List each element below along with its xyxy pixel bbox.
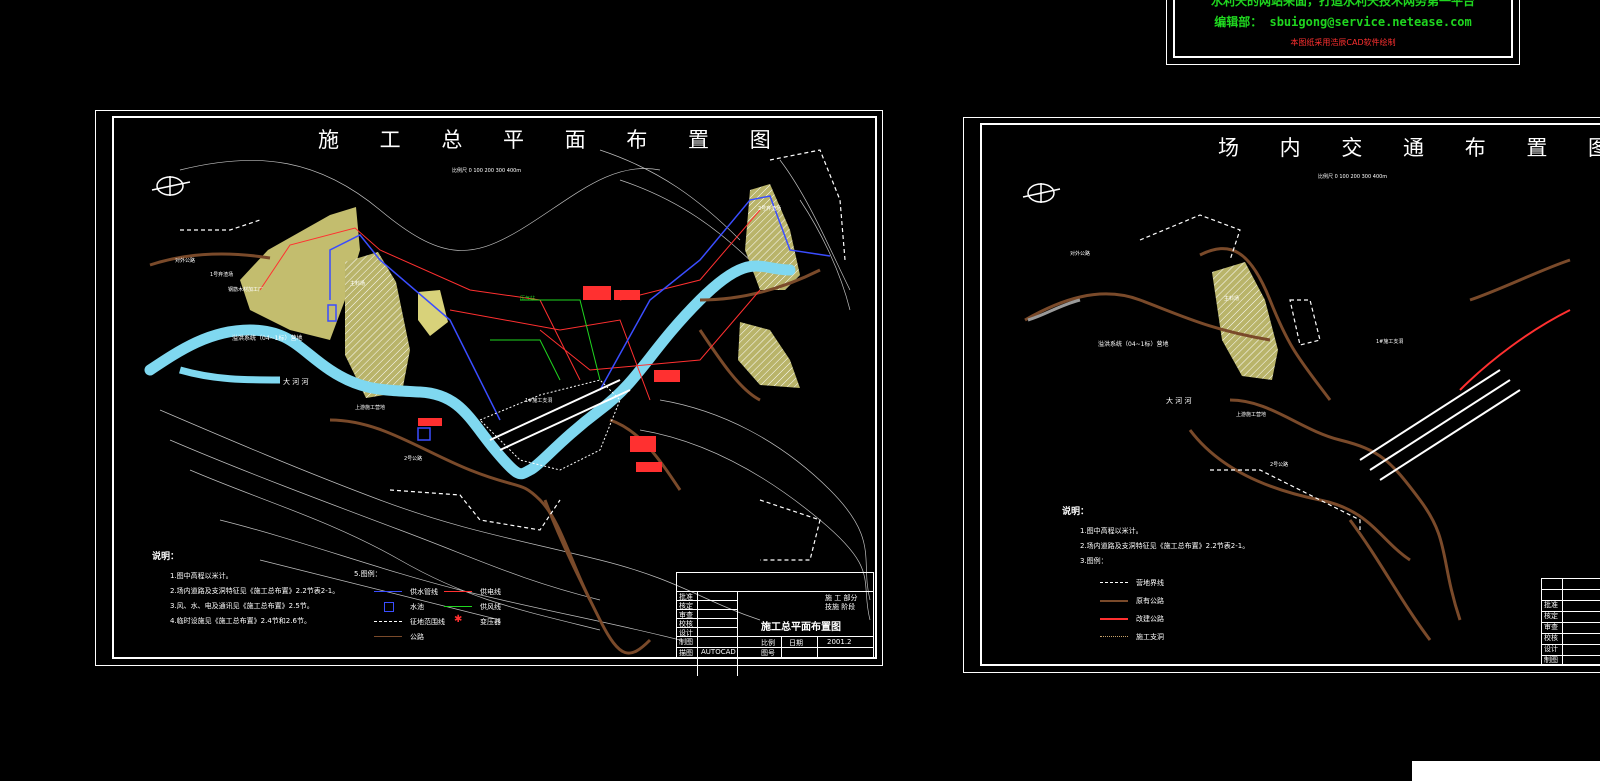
legend-boundary-label: 征地范围线 bbox=[410, 618, 445, 626]
legend2-old-road-label: 原有公路 bbox=[1136, 597, 1164, 605]
transformer-star-icon: ✱ bbox=[454, 614, 463, 625]
sheet1-note-4: 4.临时设施见《施工总布置》2.4节和2.6节。 bbox=[170, 617, 311, 625]
legend-power-label: 供电线 bbox=[480, 588, 501, 596]
tb2-review: 审查 bbox=[1544, 623, 1558, 631]
banner-software-note: 本图纸采用浩辰CAD软件绘制 bbox=[1290, 38, 1396, 47]
legend-air-label: 供风线 bbox=[480, 603, 501, 611]
sheet1-legend: 5.图例： 供水管线 水池 征地范围线 公路 供电线 供风线 ✱ 变压器 bbox=[354, 569, 504, 649]
legend-air-swatch bbox=[444, 606, 472, 607]
info-banner: 水利天的网站来面，打造水利天技术网务第一平台 编辑部： sbuigong@ser… bbox=[1166, 0, 1520, 65]
tb2-verify: 核定 bbox=[1544, 612, 1558, 620]
info-banner-frame: 水利天的网站来面，打造水利天技术网务第一平台 编辑部： sbuigong@ser… bbox=[1173, 0, 1513, 58]
tb1-dept-bot: 技施 阶段 bbox=[825, 603, 856, 611]
legend-power-swatch bbox=[444, 591, 472, 592]
tb1-no-label: 图号 bbox=[761, 649, 775, 657]
tb2-draw: 制图 bbox=[1544, 656, 1558, 664]
tb1-verify: 核定 bbox=[679, 602, 693, 610]
legend2-boundary-swatch bbox=[1100, 582, 1128, 583]
legend-pool-label: 水池 bbox=[410, 603, 424, 611]
legend2-tunnel-swatch bbox=[1100, 636, 1128, 637]
sheet1-title: 施 工 总 平 面 布 置 图 bbox=[318, 128, 788, 152]
legend2-new-road-label: 改建公路 bbox=[1136, 615, 1164, 623]
sheet2-notes-heading: 说明： bbox=[1062, 507, 1090, 517]
legend-water-line-label: 供水管线 bbox=[410, 588, 438, 596]
tb1-dept-top: 施 工 部分 bbox=[825, 594, 858, 602]
tb1-trace: 描图 bbox=[679, 649, 693, 657]
sheet2-title-block: 批准 核定 审查 校核 设计 制图 bbox=[1541, 578, 1600, 665]
tb1-date-label: 日期 bbox=[789, 639, 803, 647]
sheet2-scale-bar: 比例尺 0 100 200 300 400m bbox=[1318, 174, 1388, 180]
tb2-design: 设计 bbox=[1544, 645, 1558, 653]
banner-email-label: 编辑部： bbox=[1214, 15, 1263, 29]
sheet-construction-layout[interactable] bbox=[95, 110, 883, 666]
tb1-draw: 制图 bbox=[679, 638, 693, 646]
tb1-design: 设计 bbox=[679, 629, 693, 637]
sheet1-notes: 说明： 1.图中高程以米计。 2.场内道路及支洞特征见《施工总布置》2.2节表2… bbox=[152, 550, 339, 629]
sheet1-note-2: 2.场内道路及支洞特征见《施工总布置》2.2节表2-1。 bbox=[170, 587, 340, 595]
sheet2-note-3: 3.图例： bbox=[1080, 557, 1108, 565]
status-strip bbox=[1412, 761, 1600, 781]
sheet1-inner-frame bbox=[112, 116, 877, 659]
tb2-approve: 批准 bbox=[1544, 601, 1558, 609]
legend2-tunnel-label: 施工支洞 bbox=[1136, 633, 1164, 641]
tb1-date-value: 2001.2 bbox=[827, 638, 852, 646]
tb2-check: 校核 bbox=[1544, 634, 1558, 642]
legend2-boundary-label: 营地界线 bbox=[1136, 579, 1164, 587]
sheet1-title-block: 批准 核定 审查 校核 设计 制图 描图 AUTOCAD 施 工 部分 技施 阶… bbox=[676, 572, 874, 676]
sheet2-inner-frame bbox=[980, 123, 1600, 666]
sheet1-note-1: 1.图中高程以米计。 bbox=[170, 572, 233, 580]
sheet1-legend-heading: 5.图例： bbox=[354, 570, 382, 578]
legend-water-line-swatch bbox=[374, 591, 402, 592]
legend-boundary-swatch bbox=[374, 621, 402, 622]
tb1-software: AUTOCAD bbox=[701, 648, 736, 656]
legend2-new-road-swatch bbox=[1100, 618, 1128, 620]
sheet2-legend: 营地界线 原有公路 改建公路 施工支洞 bbox=[1100, 578, 1220, 648]
sheet1-note-3: 3.风、水、电及通讯见《施工总布置》2.5节。 bbox=[170, 602, 314, 610]
sheet1-notes-heading: 说明： bbox=[152, 552, 180, 562]
tb1-check: 校核 bbox=[679, 620, 693, 628]
sheet-traffic-layout[interactable] bbox=[963, 117, 1600, 673]
sheet2-note-1: 1.图中高程以米计。 bbox=[1080, 527, 1143, 535]
sheet2-title: 场 内 交 通 布 置 图 bbox=[1218, 136, 1600, 160]
tb1-drawing-name: 施工总平面布置图 bbox=[761, 622, 841, 633]
legend2-old-road-swatch bbox=[1100, 600, 1128, 602]
sheet2-note-2: 2.场内道路及支洞特征见《施工总布置》2.2节表2-1。 bbox=[1080, 542, 1250, 550]
legend-road-label: 公路 bbox=[410, 633, 424, 641]
legend-road-swatch bbox=[374, 636, 402, 637]
banner-email[interactable]: sbuigong@service.netease.com bbox=[1269, 15, 1472, 29]
tb1-review: 审查 bbox=[679, 611, 693, 619]
legend-pool-icon bbox=[384, 602, 394, 612]
sheet2-notes: 说明： 1.图中高程以米计。 2.场内道路及支洞特征见《施工总布置》2.2节表2… bbox=[1062, 505, 1249, 569]
tb1-approve: 批准 bbox=[679, 593, 693, 601]
banner-email-line: 编辑部： sbuigong@service.netease.com bbox=[1175, 13, 1511, 30]
legend-transformer-label: 变压器 bbox=[480, 618, 501, 626]
banner-slogan: 水利天的网站来面，打造水利天技术网务第一平台 bbox=[1210, 0, 1475, 8]
sheet1-scale-bar: 比例尺 0 100 200 300 400m bbox=[452, 168, 522, 174]
tb1-scale-label: 比例 bbox=[761, 639, 775, 647]
